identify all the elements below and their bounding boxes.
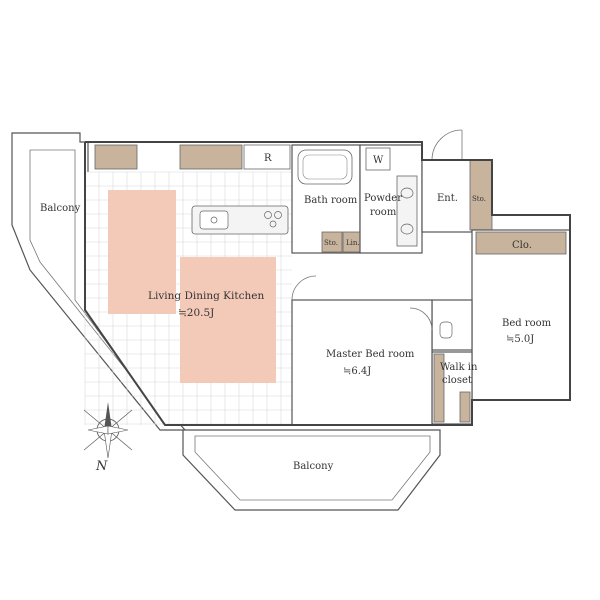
storage-small-label: Sto. [324,239,338,247]
linen-closet-label: Lin. [346,239,360,247]
vanity [396,175,418,247]
master-bedroom-label: Master Bed room [326,349,415,360]
compass: N [83,402,133,474]
washer-label: W [373,155,384,166]
sink-icon [199,210,229,230]
walk-in-closet-label-1: Walk in [440,362,478,373]
bedroom-closet [475,231,567,255]
ldk-rug-top [108,190,176,314]
exterior-wall [84,141,571,426]
bedroom-closet-label: Clo. [512,240,532,251]
entrance-label: Ent. [437,193,458,204]
balcony-left-label: Balcony [40,203,81,214]
powder-room-label-2: room [370,207,397,218]
bath-room-label: Bath room [304,195,358,206]
powder-room-label-1: Powder [364,193,402,204]
balcony-bottom-label: Balcony [293,461,334,472]
bathtub-icon [297,149,353,185]
master-bedroom-size: ≒6.4J [343,366,371,377]
compass-needle-icon [104,402,112,430]
refrigerator [243,144,291,170]
balcony-bottom: Balcony [182,429,441,511]
compass-north-label: N [95,459,108,474]
hallway-toilet [431,299,473,351]
storage-small [321,231,343,253]
walk-in-closet: Walk in closet [431,351,478,425]
ldk-label: Living Dining Kitchen [148,290,264,302]
master-bedroom: Master Bed room ≒6.4J [291,275,433,426]
refrigerator-label: R [264,153,272,164]
ldk-rug-bottom [180,257,276,383]
bedroom: Clo. Bed room ≒5.0J [471,229,571,401]
powder-room: W Powder room [359,144,423,254]
entrance-storage-label: Sto. [472,195,486,203]
ldk-size: ≒20.5J [178,307,214,319]
washer-icon [365,147,391,171]
kitchen-cabinet-mid [179,144,243,170]
toilet-icon [439,321,453,339]
kitchen-cabinet-left [94,144,138,170]
entrance: Ent. [421,129,473,233]
entrance-door-swing [431,129,463,161]
bedroom-size: ≒5.0J [506,334,534,345]
walk-in-closet-label-2: closet [442,375,472,386]
kitchen-island [191,205,289,235]
bedroom-label: Bed room [502,318,552,329]
basin-icon [400,187,414,199]
stove-icon [264,211,282,228]
